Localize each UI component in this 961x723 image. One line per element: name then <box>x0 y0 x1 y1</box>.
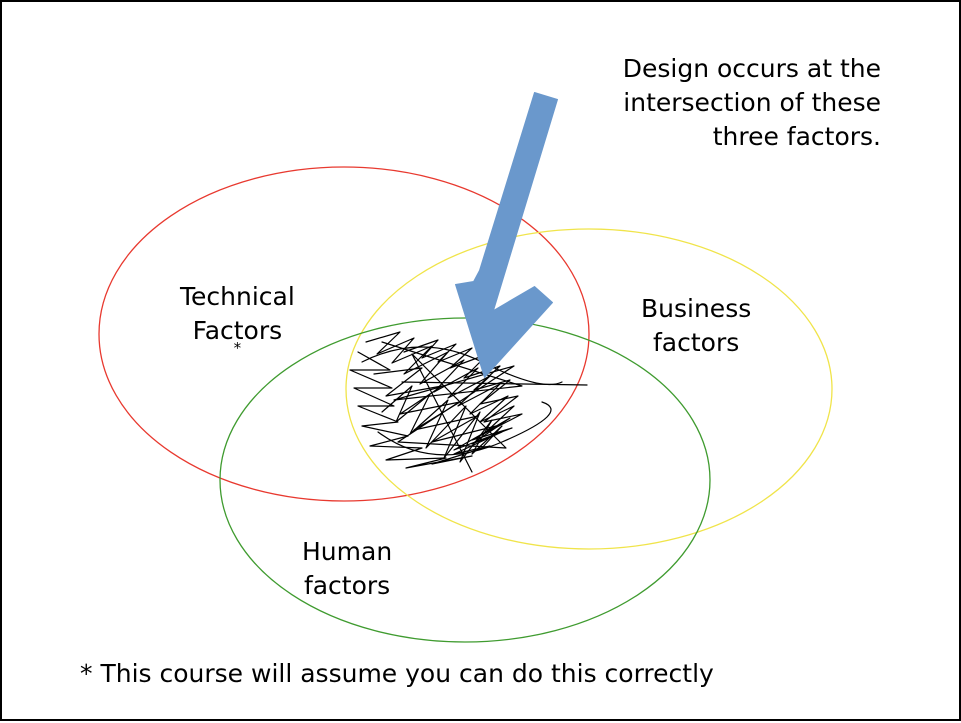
callout-line-1: Design occurs at the <box>622 54 881 83</box>
footnote: * This course will assume you can do thi… <box>80 659 714 688</box>
business-label-line-2: factors <box>652 328 740 357</box>
callout-line-3: three factors. <box>712 122 881 151</box>
technical-label-text: Factors <box>192 316 283 345</box>
technical-factors-circle <box>98 166 590 502</box>
business-label-line-1: Business <box>641 294 752 323</box>
human-factors-circle <box>219 317 711 643</box>
human-label-line-1: Human <box>302 537 393 566</box>
business-factors-circle <box>345 228 833 550</box>
technical-factors-label: Technical Factors* <box>180 280 295 356</box>
human-factors-label: Human factors <box>302 535 392 603</box>
technical-label-line-2: Factors* <box>180 314 295 356</box>
callout-line-2: intersection of these <box>623 88 881 117</box>
design-callout: Design occurs at the intersection of the… <box>623 52 881 154</box>
design-scribble <box>349 331 588 473</box>
arrow-down-icon <box>455 92 558 378</box>
technical-label-line-1: Technical <box>180 282 295 311</box>
business-factors-label: Business factors <box>641 292 751 360</box>
human-label-line-2: factors <box>303 571 391 600</box>
